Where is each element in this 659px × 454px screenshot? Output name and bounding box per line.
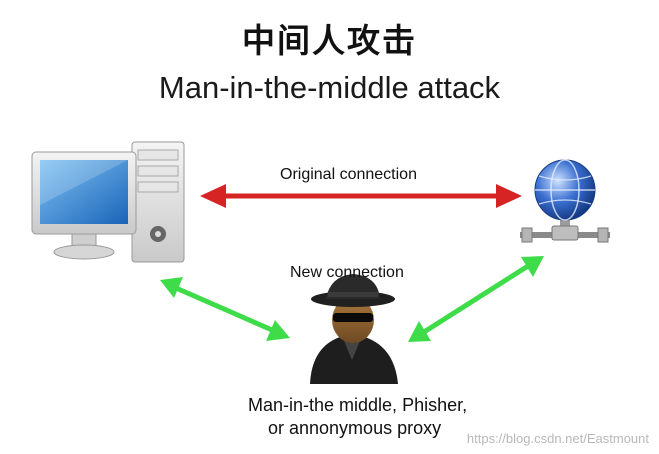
title-chinese: 中间人攻击 — [242, 21, 417, 60]
watermark: https://blog.csdn.net/Eastmount — [466, 431, 649, 446]
new-connection-label: New connection — [290, 264, 404, 281]
original-connection-label: Original connection — [280, 166, 417, 183]
new-connection-arrow-right — [408, 256, 544, 342]
original-connection-arrow — [200, 184, 522, 208]
new-connection-arrow-left — [160, 277, 290, 341]
caption-line-1: Man-in-the middle, Phisher, — [248, 395, 468, 415]
hacker-icon — [310, 274, 398, 384]
network-globe-icon — [520, 159, 610, 243]
caption-line-2: or annonymous proxy — [268, 418, 442, 438]
title-english: Man-in-the-middle attack — [158, 70, 501, 105]
desktop-computer-icon — [31, 141, 185, 263]
attacker-caption: Man-in-the middle, Phisher, or annonymou… — [248, 394, 518, 440]
